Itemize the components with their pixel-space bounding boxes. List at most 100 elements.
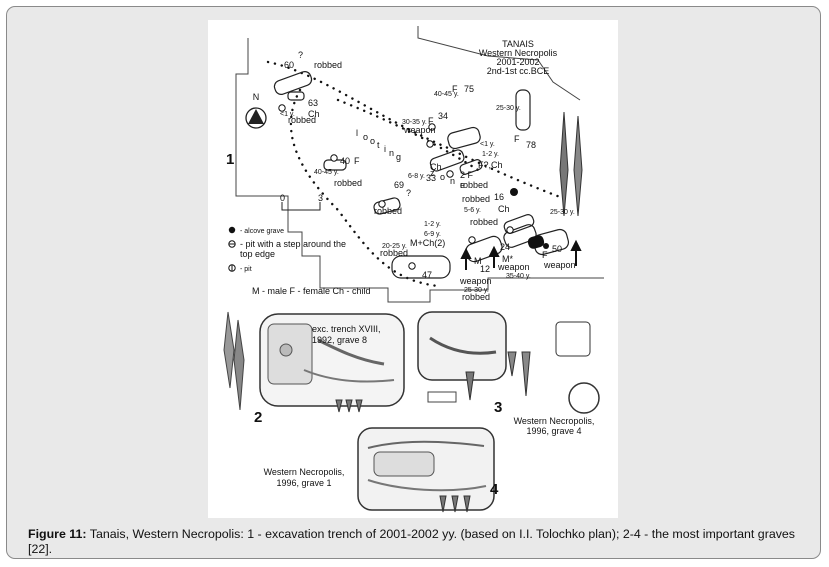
svg-text:<1 y.: <1 y. (280, 111, 295, 118)
figure-caption-text: Tanais, Western Necropolis: 1 - excavati… (28, 527, 795, 556)
svg-text:5-6 y.: 5-6 y. (464, 207, 481, 214)
svg-text:<1 y.: <1 y. (480, 141, 495, 148)
svg-text:3: 3 (494, 399, 502, 416)
plan-subtitle: Western Necropolis (479, 48, 558, 58)
north-arrow-icon: N (245, 92, 267, 129)
plan-period: 2nd-1st cc.BCE (487, 66, 550, 76)
grave-drawing-3: 3 Western Necropolis, 1996, grave 4 (417, 311, 600, 436)
svg-text:robbed: robbed (288, 115, 316, 125)
svg-text:g: g (396, 152, 401, 162)
svg-text:78: 78 (526, 140, 536, 150)
svg-text:robbed: robbed (462, 292, 490, 302)
svg-text:o: o (370, 136, 375, 146)
svg-text:weapon: weapon (459, 276, 492, 286)
svg-text:4: 4 (490, 481, 499, 498)
svg-text:63: 63 (308, 98, 318, 108)
svg-text:Ch: Ch (308, 109, 320, 119)
svg-text:60: 60 (284, 60, 294, 70)
svg-text:robbed: robbed (334, 178, 362, 188)
svg-text:?: ? (406, 188, 411, 198)
svg-text:24: 24 (500, 242, 510, 252)
figure-image: TANAIS Western Necropolis 2001-2002 2nd-… (208, 20, 618, 518)
svg-text:o: o (363, 132, 368, 142)
svg-text:34: 34 (438, 111, 448, 121)
scale-bar: 0 3 (280, 193, 323, 211)
svg-text:weapon: weapon (543, 260, 576, 270)
svg-text:1992, grave 8: 1992, grave 8 (312, 335, 367, 345)
plan-legend: - alcove grave - pit with a step around … (228, 226, 371, 296)
svg-text:3: 3 (318, 193, 323, 203)
svg-text:6-9 y.: 6-9 y. (424, 231, 441, 238)
svg-text:40-45 y.: 40-45 y. (314, 169, 339, 176)
svg-text:75: 75 (464, 84, 474, 94)
svg-text:Western Necropolis,: Western Necropolis, (514, 416, 595, 426)
svg-text:F: F (514, 134, 520, 144)
plan-title: TANAIS (502, 39, 534, 49)
svg-text:25-30 y.: 25-30 y. (496, 105, 521, 112)
svg-text:weapon: weapon (497, 262, 530, 272)
svg-text:M - male F - female Ch - c: M - male F - female Ch - child (252, 286, 371, 296)
svg-text:F: F (542, 250, 548, 260)
svg-text:47: 47 (422, 270, 432, 280)
svg-text:0: 0 (280, 193, 285, 203)
svg-text:t: t (377, 140, 380, 150)
svg-text:?: ? (298, 50, 303, 60)
plan-years: 2001-2002 (496, 57, 539, 67)
site-plan: TANAIS Western Necropolis 2001-2002 2nd-… (226, 26, 604, 303)
svg-text:Western Necropolis,: Western Necropolis, (264, 467, 345, 477)
svg-text:F: F (452, 84, 458, 94)
panel-number-1: 1 (226, 151, 234, 168)
svg-text:35-40 y.: 35-40 y. (506, 273, 531, 280)
svg-text:1-2 y.: 1-2 y. (424, 221, 441, 228)
svg-text:1996, grave 4: 1996, grave 4 (526, 426, 581, 436)
svg-text:12: 12 (480, 264, 490, 274)
svg-text:Ch: Ch (498, 204, 510, 214)
svg-text:robbed: robbed (460, 180, 488, 190)
svg-text:25-30 y.: 25-30 y. (550, 209, 575, 216)
grave-drawing-2: exc. trench XVIII, 1992, grave 8 2 (223, 311, 405, 426)
svg-text:o: o (440, 172, 445, 182)
svg-text:25-30 y.: 25-30 y. (464, 287, 489, 294)
svg-text:top edge: top edge (240, 249, 275, 259)
svg-text:16: 16 (494, 192, 504, 202)
svg-text:F: F (428, 116, 434, 126)
svg-text:40: 40 (340, 156, 350, 166)
svg-text:robbed: robbed (470, 217, 498, 227)
svg-text:weapon: weapon (403, 125, 436, 135)
figure-label: Figure 11: (28, 527, 87, 541)
svg-text:n: n (389, 148, 394, 158)
figure-caption: Figure 11: Tanais, Western Necropolis: 1… (28, 527, 808, 557)
svg-text:- pit with a step around the: - pit with a step around the (240, 239, 346, 249)
svg-text:6-8 y.: 6-8 y. (408, 173, 425, 180)
svg-text:- pit: - pit (240, 266, 252, 273)
grave-drawing-4: Western Necropolis, 1996, grave 1 4 (264, 427, 499, 513)
svg-text:Ch: Ch (430, 162, 442, 172)
svg-text:30-35 y.: 30-35 y. (402, 119, 427, 126)
svg-text:robbed: robbed (380, 248, 408, 258)
svg-text:1-2 y.: 1-2 y. (482, 151, 499, 158)
svg-text:50: 50 (552, 244, 562, 254)
svg-text:N: N (253, 92, 260, 102)
svg-text:F?,Ch: F?,Ch (478, 160, 503, 170)
svg-text:M: M (474, 256, 482, 266)
looting-label: l o o t i n g z o n e (356, 128, 465, 190)
svg-text:M*: M* (502, 254, 513, 264)
svg-text:1996, grave 1: 1996, grave 1 (276, 478, 331, 488)
svg-text:69: 69 (394, 180, 404, 190)
svg-text:40-45 y.: 40-45 y. (434, 91, 459, 98)
svg-text:robbed: robbed (314, 60, 342, 70)
svg-text:n: n (450, 176, 455, 186)
svg-text:l: l (356, 128, 358, 138)
svg-text:e: e (460, 180, 465, 190)
svg-text:robbed: robbed (374, 206, 402, 216)
svg-text:F: F (354, 156, 360, 166)
svg-text:M+Ch(2): M+Ch(2) (410, 238, 445, 248)
svg-text:exc. trench XVIII,: exc. trench XVIII, (312, 324, 381, 334)
svg-text:robbed: robbed (462, 194, 490, 204)
svg-text:2 F: 2 F (460, 170, 474, 180)
svg-text:33: 33 (426, 173, 436, 183)
svg-text:20-25 y.: 20-25 y. (382, 243, 407, 250)
svg-text:- alcove grave: - alcove grave (240, 228, 284, 235)
spearheads (559, 111, 583, 217)
svg-text:2: 2 (254, 409, 262, 426)
